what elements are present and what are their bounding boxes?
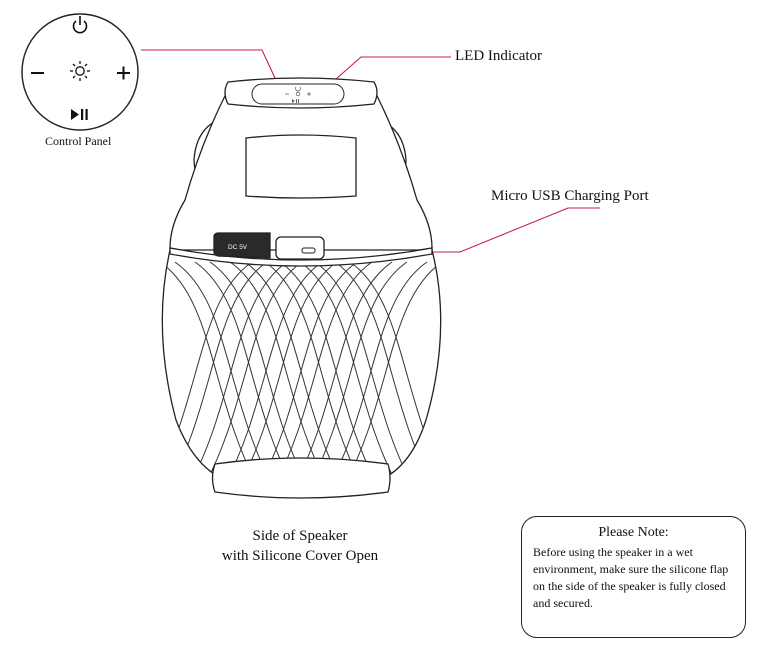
play-pause-icon	[71, 109, 88, 120]
power-icon	[72, 16, 88, 34]
grille-pattern	[162, 261, 441, 482]
plus-icon	[117, 66, 130, 80]
grille-body	[161, 249, 442, 483]
side-of-speaker-caption: Side of Speaker with Silicone Cover Open	[200, 526, 400, 566]
control-panel-zoom	[21, 13, 139, 131]
side-caption-line-2: with Silicone Cover Open	[221, 548, 379, 564]
micro-usb-port	[275, 236, 325, 260]
micro-usb-label: Micro USB Charging Port	[491, 188, 649, 204]
front-window	[245, 134, 357, 199]
grille-band	[169, 247, 433, 267]
side-caption-line-1: Side of Speaker	[252, 528, 348, 544]
control-panel-callout	[141, 49, 282, 92]
dc-label: DC 5V	[228, 244, 248, 251]
led-indicator-label: LED Indicator	[455, 48, 543, 64]
led-mode-icon	[70, 61, 90, 81]
note-body: Before using the speaker in a wet enviro…	[533, 545, 729, 610]
please-note-box: Please Note: Before using the speaker in…	[521, 516, 746, 638]
note-title: Please Note:	[598, 525, 669, 540]
base	[211, 457, 391, 499]
led-indicator-callout	[326, 56, 451, 88]
speaker: DC 5V	[161, 77, 442, 499]
silicone-flap	[213, 232, 271, 259]
top-control-panel	[251, 83, 345, 105]
control-panel-label: Control Panel	[45, 134, 112, 148]
